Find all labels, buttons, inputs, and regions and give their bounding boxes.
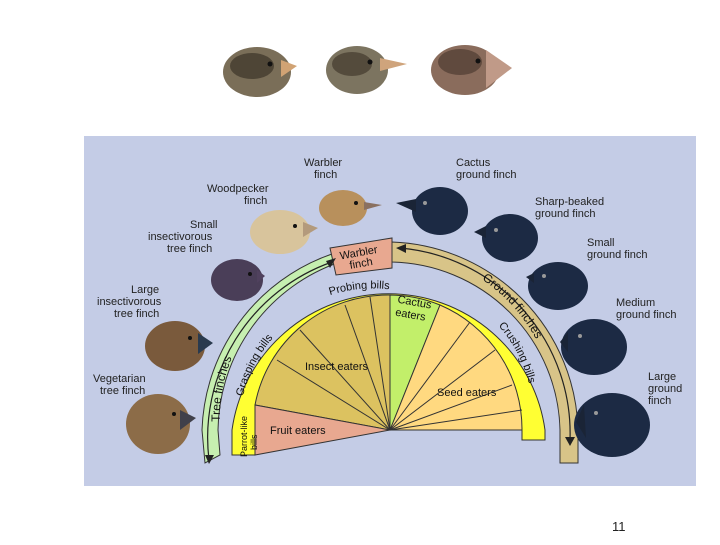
sector-dividers <box>276 296 523 431</box>
finch-head-illustration <box>431 45 512 95</box>
fruit-eaters-sector <box>254 404 391 456</box>
large-ground-finch-illustration <box>574 393 650 457</box>
finch-head-illustration <box>326 46 407 94</box>
medium-ground-finch-illustration <box>560 319 627 375</box>
insect-eaters-label: Insect eaters <box>305 361 368 373</box>
cactus-eaters-label: Cactus eaters <box>394 294 435 325</box>
warbler-finch-label: Warbler finch <box>304 157 345 181</box>
ground-finch-heads <box>396 187 650 457</box>
warbler-box-label: Warbler finch <box>339 243 384 273</box>
woodpecker-finch-label: Woodpecker finch <box>207 183 272 207</box>
fruit-eaters-label: Fruit eaters <box>270 425 326 437</box>
large-insectivorous-finch-label: Large insectivorous tree finch <box>97 284 164 320</box>
woodpecker-finch-illustration <box>250 210 318 254</box>
cactus-ground-finch-label: Cactus ground finch <box>456 157 517 181</box>
vegetarian-finch-label: Vegetarian tree finch <box>93 373 149 397</box>
slide-number: 11 <box>612 519 626 534</box>
parrot-like-bills-label: Parrot-like bills <box>239 413 259 457</box>
small-insectivorous-finch-illustration <box>211 259 265 301</box>
seed-eaters-label: Seed eaters <box>437 387 497 399</box>
warbler-finch-illustration <box>319 190 382 226</box>
warbler-finch-box <box>329 237 393 276</box>
small-ground-finch-label: Small ground finch <box>587 237 648 261</box>
ground-finches-band <box>391 241 579 464</box>
band-arrows <box>205 244 575 464</box>
tree-finch-heads <box>126 190 382 454</box>
small-ground-finch-illustration <box>526 262 588 310</box>
large-ground-finch-label: Large ground finch <box>648 371 685 407</box>
sharp-beaked-ground-finch-label: Sharp-beaked ground finch <box>535 196 607 220</box>
medium-ground-finch-label: Medium ground finch <box>616 297 677 321</box>
finch-head-illustration <box>223 47 297 97</box>
seed-eaters-sector <box>389 304 523 431</box>
top-finch-heads <box>223 45 512 97</box>
large-insectivorous-finch-illustration <box>145 321 213 371</box>
sharp-beaked-ground-finch-illustration <box>474 214 538 262</box>
vegetarian-finch-illustration <box>126 394 196 454</box>
insect-eaters-sector <box>254 294 391 431</box>
cactus-ground-finch-illustration <box>396 187 468 235</box>
small-insectivorous-finch-label: Small insectivorous tree finch <box>148 219 221 255</box>
